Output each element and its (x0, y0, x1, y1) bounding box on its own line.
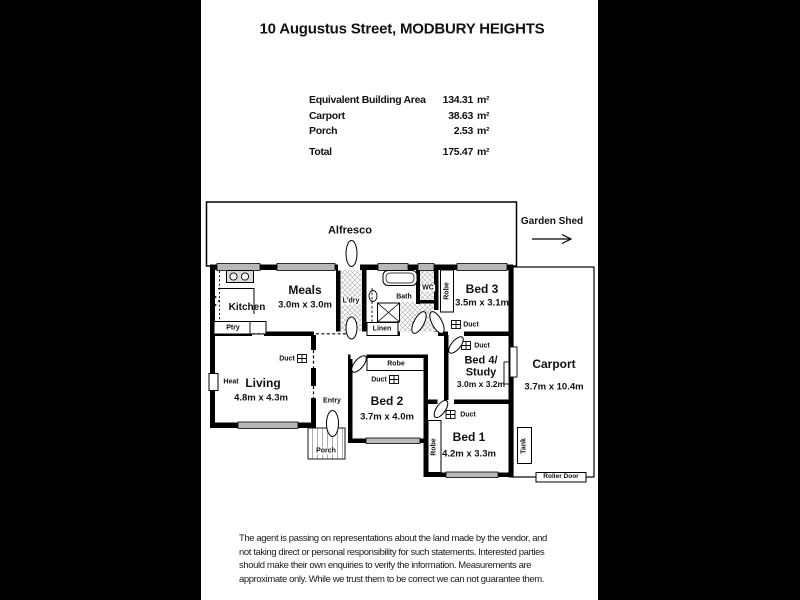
linen-label: Linen (372, 325, 392, 333)
roller-door-label: Roller Door (543, 472, 579, 480)
duct-icon (389, 375, 399, 384)
alfresco-label: Alfresco (327, 224, 373, 237)
robe-bed2-box (366, 357, 425, 371)
kitchen-label: Kitchen (228, 302, 266, 313)
windows-group (216, 263, 508, 478)
area-row: Carport 38.63 m² (309, 110, 495, 122)
area-row: Equivalent Building Area 134.31 m² (309, 94, 495, 106)
pantry-box (213, 321, 267, 335)
garden-shed-arrow-icon (532, 233, 573, 245)
door-arc (433, 399, 449, 419)
area-total-row: Total 175.47 m² (309, 146, 495, 158)
bathtub-icon (382, 270, 418, 286)
robe-bed1-label: Robe (430, 438, 438, 456)
area-row: Porch 2.53 m² (309, 125, 495, 137)
garden-shed-label: Garden Shed (520, 216, 584, 227)
door-arc (448, 336, 464, 354)
duct-icon (445, 410, 456, 419)
disclaimer-line: The agent is passing on representations … (239, 533, 547, 544)
area-row-value: 2.53 (453, 125, 474, 137)
page-title: 10 Augustus Street, MODBURY HEIGHTS (259, 20, 545, 38)
dashed-openings (252, 333, 346, 398)
disclaimer-line: not taking direct or personal responsibi… (239, 546, 545, 558)
door-arc (345, 240, 358, 267)
area-total-value: 175.47 (442, 146, 474, 158)
tank-box (517, 427, 532, 464)
roller-door-box (535, 472, 587, 483)
duct-label: Duct (463, 321, 479, 329)
bath-label: Bath (396, 293, 412, 301)
carport-label: Carport (532, 357, 576, 371)
duct-icons (297, 320, 471, 419)
shower-icon (377, 302, 400, 323)
robe-bed2-label: Robe (387, 360, 405, 368)
robe-bed1-box (427, 420, 442, 473)
bed2-dims: 3.7m x 4.0m (360, 411, 414, 423)
bed4-label-line1: Bed 4/ (464, 354, 498, 367)
duct-label: Duct (474, 342, 490, 350)
duct-label: Duct (279, 355, 295, 363)
closet-boxes (208, 269, 587, 483)
carport-side-windows (503, 346, 518, 385)
duct-label: Duct (460, 411, 476, 419)
heat-label: Heat (223, 378, 239, 386)
meals-dims: 3.0m x 3.0m (278, 299, 332, 311)
door-arc (345, 316, 358, 340)
living-label: Living (245, 376, 281, 390)
door-arc (411, 311, 427, 334)
living-dims: 4.8m x 4.3m (234, 392, 288, 404)
area-row-value: 134.31 (442, 94, 474, 106)
area-row-unit: m² (477, 125, 490, 137)
door-arc (326, 410, 339, 437)
tank-label: Tank (520, 438, 528, 454)
bed2-label: Bed 2 (370, 394, 404, 408)
door-arc (351, 355, 367, 373)
area-row-label: Carport (309, 110, 345, 122)
pantry-label: Ptry (226, 324, 240, 332)
meals-label: Meals (288, 283, 322, 297)
counter-edge (218, 288, 255, 314)
carport-dims: 3.7m x 10.4m (524, 381, 584, 393)
area-total-unit: m² (477, 146, 490, 158)
doors-group (326, 240, 464, 437)
bed4-label-line2: Study (465, 366, 497, 379)
duct-label: Duct (371, 376, 387, 384)
robe-bed3-label: Robe (443, 282, 451, 300)
area-row-value: 38.63 (448, 110, 473, 122)
robe-bed3-box (440, 269, 454, 313)
kitchen-fixtures (214, 270, 255, 320)
heater-box (208, 373, 219, 391)
bathroom-fixtures (368, 270, 418, 323)
basin-icon (368, 290, 378, 302)
porch-label: Porch (315, 447, 337, 455)
area-row-label: Porch (309, 125, 338, 137)
area-row-unit: m² (477, 110, 490, 122)
bed3-dims: 3.5m x 3.1m (455, 297, 509, 309)
disclaimer-line: should make their own enquiries to verif… (239, 560, 532, 571)
duct-icon (297, 354, 307, 363)
duct-icon (451, 320, 461, 329)
wc-label: WC (421, 284, 435, 292)
bed4-dims: 3.0m x 3.2m (456, 378, 506, 389)
area-total-label: Total (309, 146, 332, 158)
entry-label: Entry (323, 397, 341, 405)
door-arc (429, 311, 445, 334)
disclaimer-line: approximate only. While we trust them to… (239, 573, 544, 585)
bed1-dims: 4.2m x 3.3m (442, 448, 496, 460)
bed3-label: Bed 3 (465, 282, 499, 296)
area-row-unit: m² (477, 94, 490, 106)
laundry-label: L'dry (341, 297, 361, 305)
area-row-label: Equivalent Building Area (309, 94, 426, 106)
bed1-label: Bed 1 (452, 430, 486, 444)
